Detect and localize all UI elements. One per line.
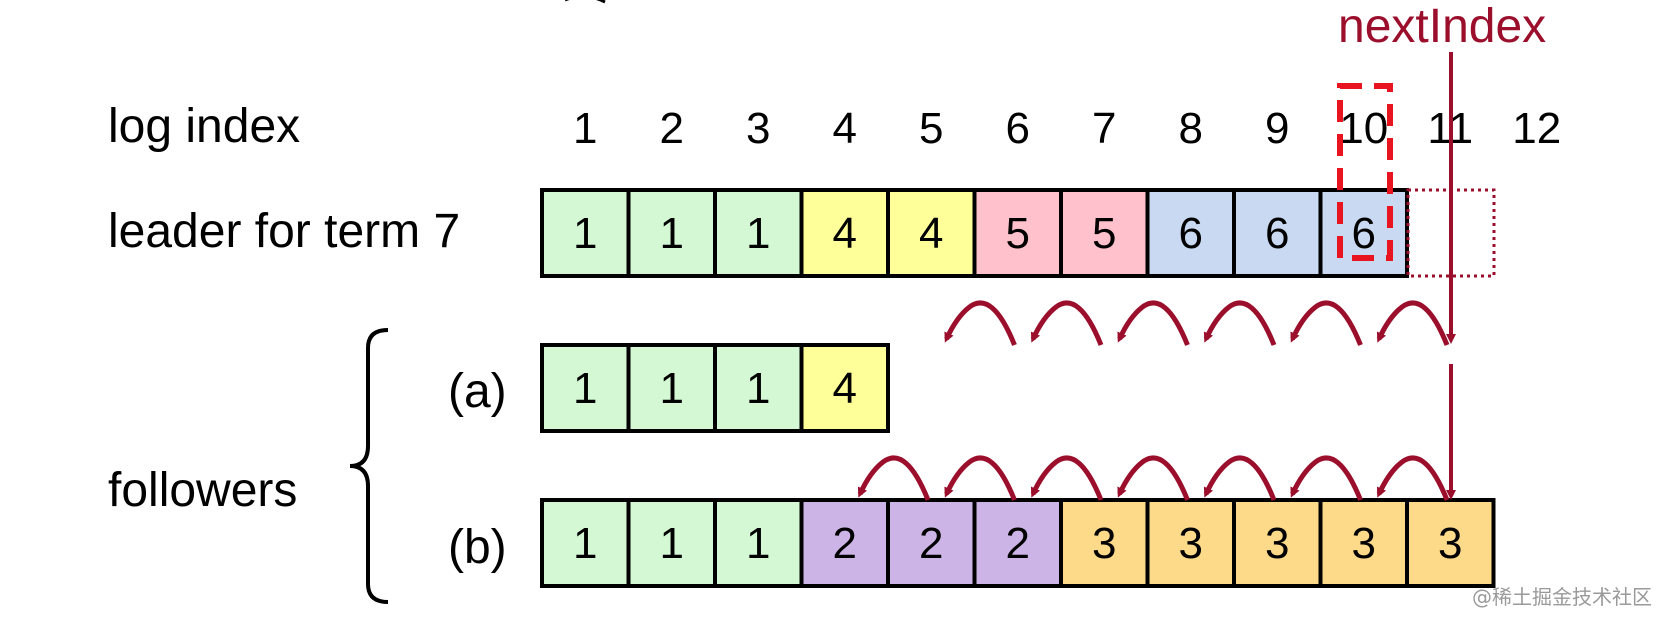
follower-b-cell [1405,498,1496,588]
follower-b-term: 3 [1265,519,1289,568]
leader-term: 6 [1352,209,1376,258]
follower-b-term: 1 [660,519,684,568]
leader-term: 4 [833,209,857,258]
cropped-top-mark [565,0,606,4]
follower-a-cell [799,343,890,433]
follower-a-term: 1 [660,364,684,413]
highlight-box [1337,83,1393,261]
follower-b-term: 3 [1179,519,1203,568]
leader-term: 5 [1092,209,1116,258]
backtrack-arrow [1376,455,1450,501]
backtrack-arrow [1117,455,1190,501]
follower-b-term: 3 [1438,519,1462,568]
follower-b-cell [713,498,804,588]
log-index-label: log index [108,100,300,153]
follower-b-cell [1059,498,1150,588]
log-index-number: 5 [919,104,943,153]
leader-term: 5 [1006,209,1030,258]
leader-term: 1 [573,209,597,258]
leader-log: 1 1 1 4 4 5 5 6 6 6 [540,188,1409,278]
follower-a-cell [540,343,631,433]
leader-cell [626,188,717,278]
backtrack-arrow [1030,300,1104,346]
backtrack-arrow [1376,300,1450,346]
backtrack-arrow [944,455,1017,501]
follower-a-term: 1 [746,364,770,413]
follower-b-cell [799,498,890,588]
log-index-number: 7 [1092,104,1116,153]
backtrack-arrow [857,455,931,501]
backtrack-arrow [1290,300,1363,346]
follower-b-cell [1232,498,1323,588]
backtrack-arrows-b [857,455,1450,501]
followers-label: followers [108,464,297,517]
followers-brace [349,328,389,604]
backtrack-arrow [1117,300,1190,346]
log-index-number: 4 [833,104,857,153]
follower-b-cell [540,498,631,588]
log-index-number: 9 [1265,104,1289,153]
log-index-number: 8 [1179,104,1203,153]
backtrack-arrows-a [944,300,1450,346]
log-index-number: 1 [573,104,597,153]
leader-label: leader for term 7 [108,205,460,258]
backtrack-arrow [1290,455,1363,501]
leader-term: 1 [746,209,770,258]
follower-b-cell [626,498,717,588]
log-index-number: 2 [660,104,684,153]
leader-cell [972,188,1063,278]
follower-a-label: (a) [448,365,507,418]
follower-b-cell [1145,498,1236,588]
log-index-number: 6 [1006,104,1030,153]
leader-cell [1145,188,1236,278]
log-index-number: 12 [1512,104,1561,153]
leader-cell [540,188,631,278]
backtrack-arrow [1203,300,1277,346]
leader-cell [886,188,977,278]
next-index-label: nextIndex [1338,0,1546,53]
follower-b-term: 1 [746,519,770,568]
follower-a-cell [626,343,717,433]
follower-b-term: 1 [573,519,597,568]
follower-a-term: 1 [573,364,597,413]
follower-a-cell [713,343,804,433]
leader-cell [799,188,890,278]
log-index-number: 10 [1339,104,1388,153]
leader-term: 4 [919,209,943,258]
leader-term: 1 [660,209,684,258]
leader-cell [1318,188,1409,278]
follower-a-term: 4 [833,364,857,413]
leader-term: 6 [1265,209,1289,258]
follower-b-term: 3 [1092,519,1116,568]
watermark: @稀土掘金技术社区 [1472,585,1652,609]
leader-cell [713,188,804,278]
follower-b-cell [886,498,977,588]
backtrack-arrow [1030,455,1104,501]
follower-b-term: 2 [919,519,943,568]
follower-b-label: (b) [448,521,507,574]
follower-a-log: 1 1 1 4 [540,343,890,433]
log-index-number: 3 [746,104,770,153]
backtrack-arrow [1203,455,1277,501]
follower-b-term: 3 [1352,519,1376,568]
follower-b-log: 1 1 1 2 2 2 3 3 3 3 3 [540,498,1496,588]
follower-b-term: 2 [1006,519,1030,568]
leader-term: 6 [1179,209,1203,258]
follower-b-term: 2 [833,519,857,568]
backtrack-arrow [944,300,1017,346]
